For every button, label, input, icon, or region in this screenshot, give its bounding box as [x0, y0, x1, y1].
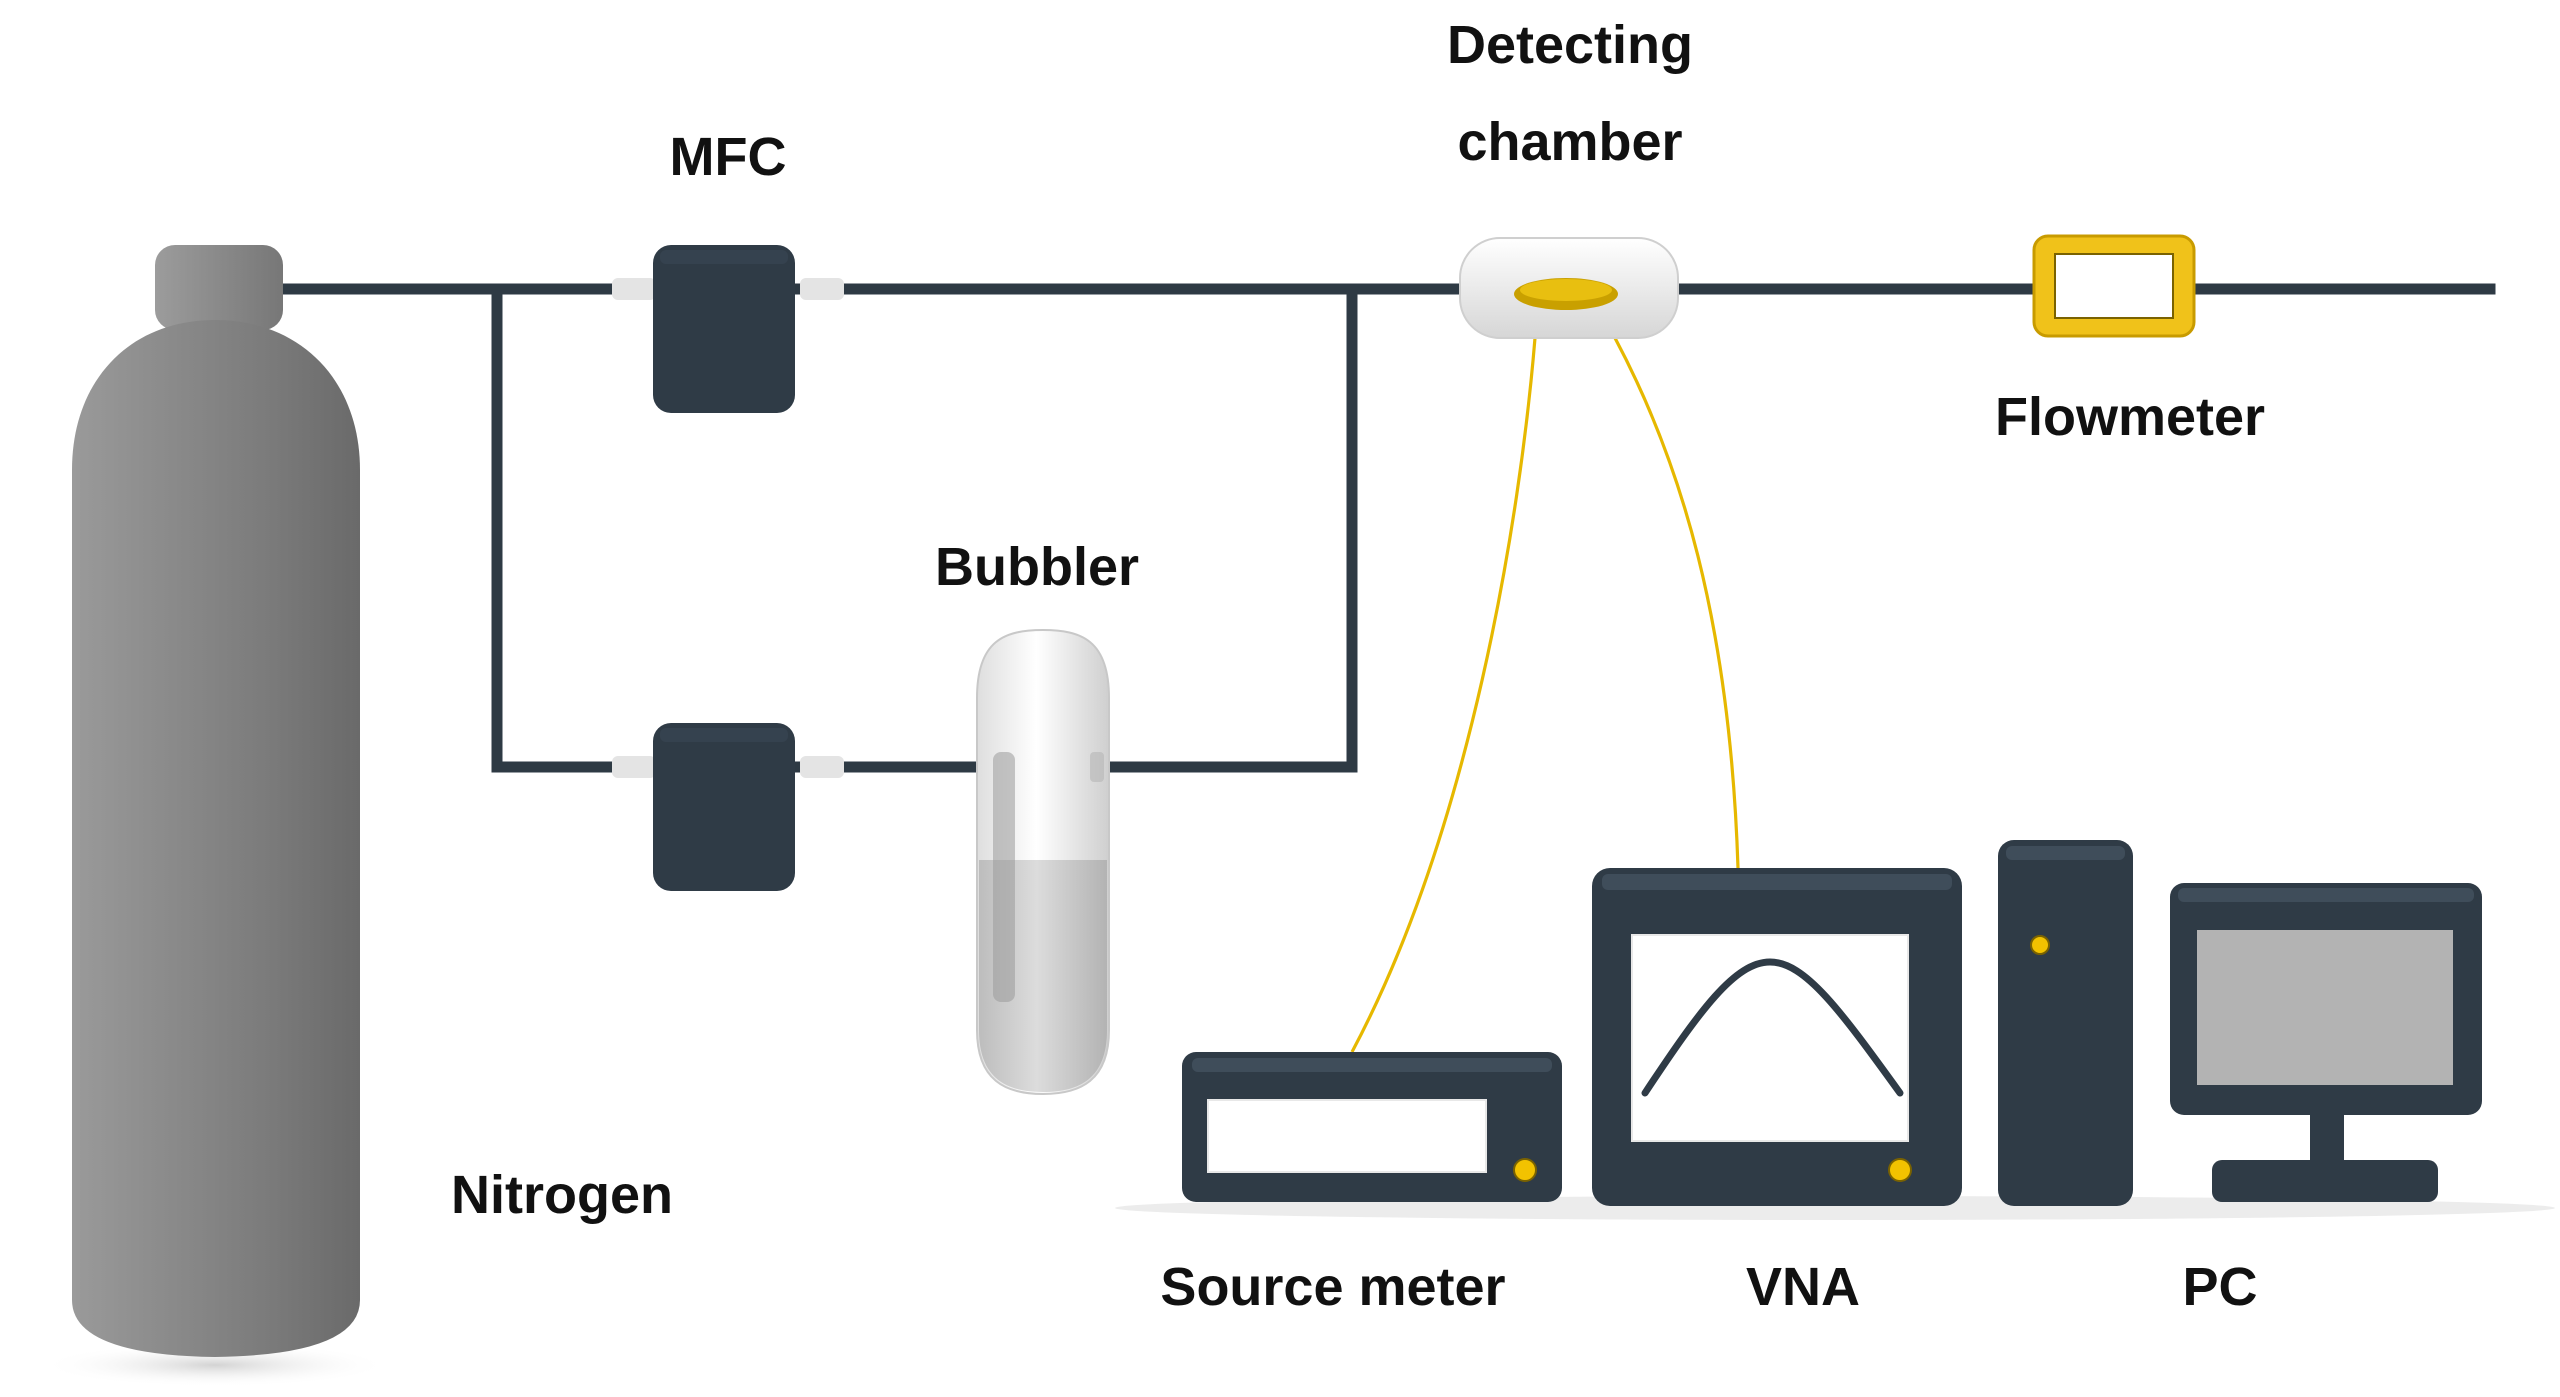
vna-response-curve	[1641, 958, 1904, 1097]
bubbler-label: Bubbler	[935, 537, 1139, 597]
detecting-chamber-icon	[1459, 237, 1679, 339]
vna-label: VNA	[1746, 1257, 1860, 1317]
flowmeter-label: Flowmeter	[1995, 387, 2265, 447]
nitrogen-cylinder-icon	[40, 245, 390, 1387]
wire-vna	[1613, 337, 1740, 869]
pc-label: PC	[2182, 1257, 2257, 1317]
wire-source-meter	[1350, 337, 1537, 1053]
flowmeter-icon	[2032, 234, 2196, 338]
nitrogen-label: Nitrogen	[451, 1165, 673, 1225]
pc-tower-icon	[1998, 840, 2133, 1206]
mfc-upper-icon	[612, 245, 844, 413]
bubbler-icon	[976, 628, 1110, 1096]
signal-wires	[1350, 337, 1740, 1053]
detecting-chamber-label-line2: chamber	[1457, 112, 1682, 172]
pc-monitor-icon	[2170, 883, 2482, 1202]
mfc-label: MFC	[670, 127, 787, 187]
mfc-lower-icon	[612, 723, 844, 891]
gas-line	[279, 283, 2496, 773]
source-meter-icon	[1182, 1052, 1562, 1202]
source-meter-label: Source meter	[1160, 1257, 1505, 1317]
detecting-chamber-label-line1: Detecting	[1447, 15, 1693, 75]
vna-icon	[1592, 868, 1962, 1206]
